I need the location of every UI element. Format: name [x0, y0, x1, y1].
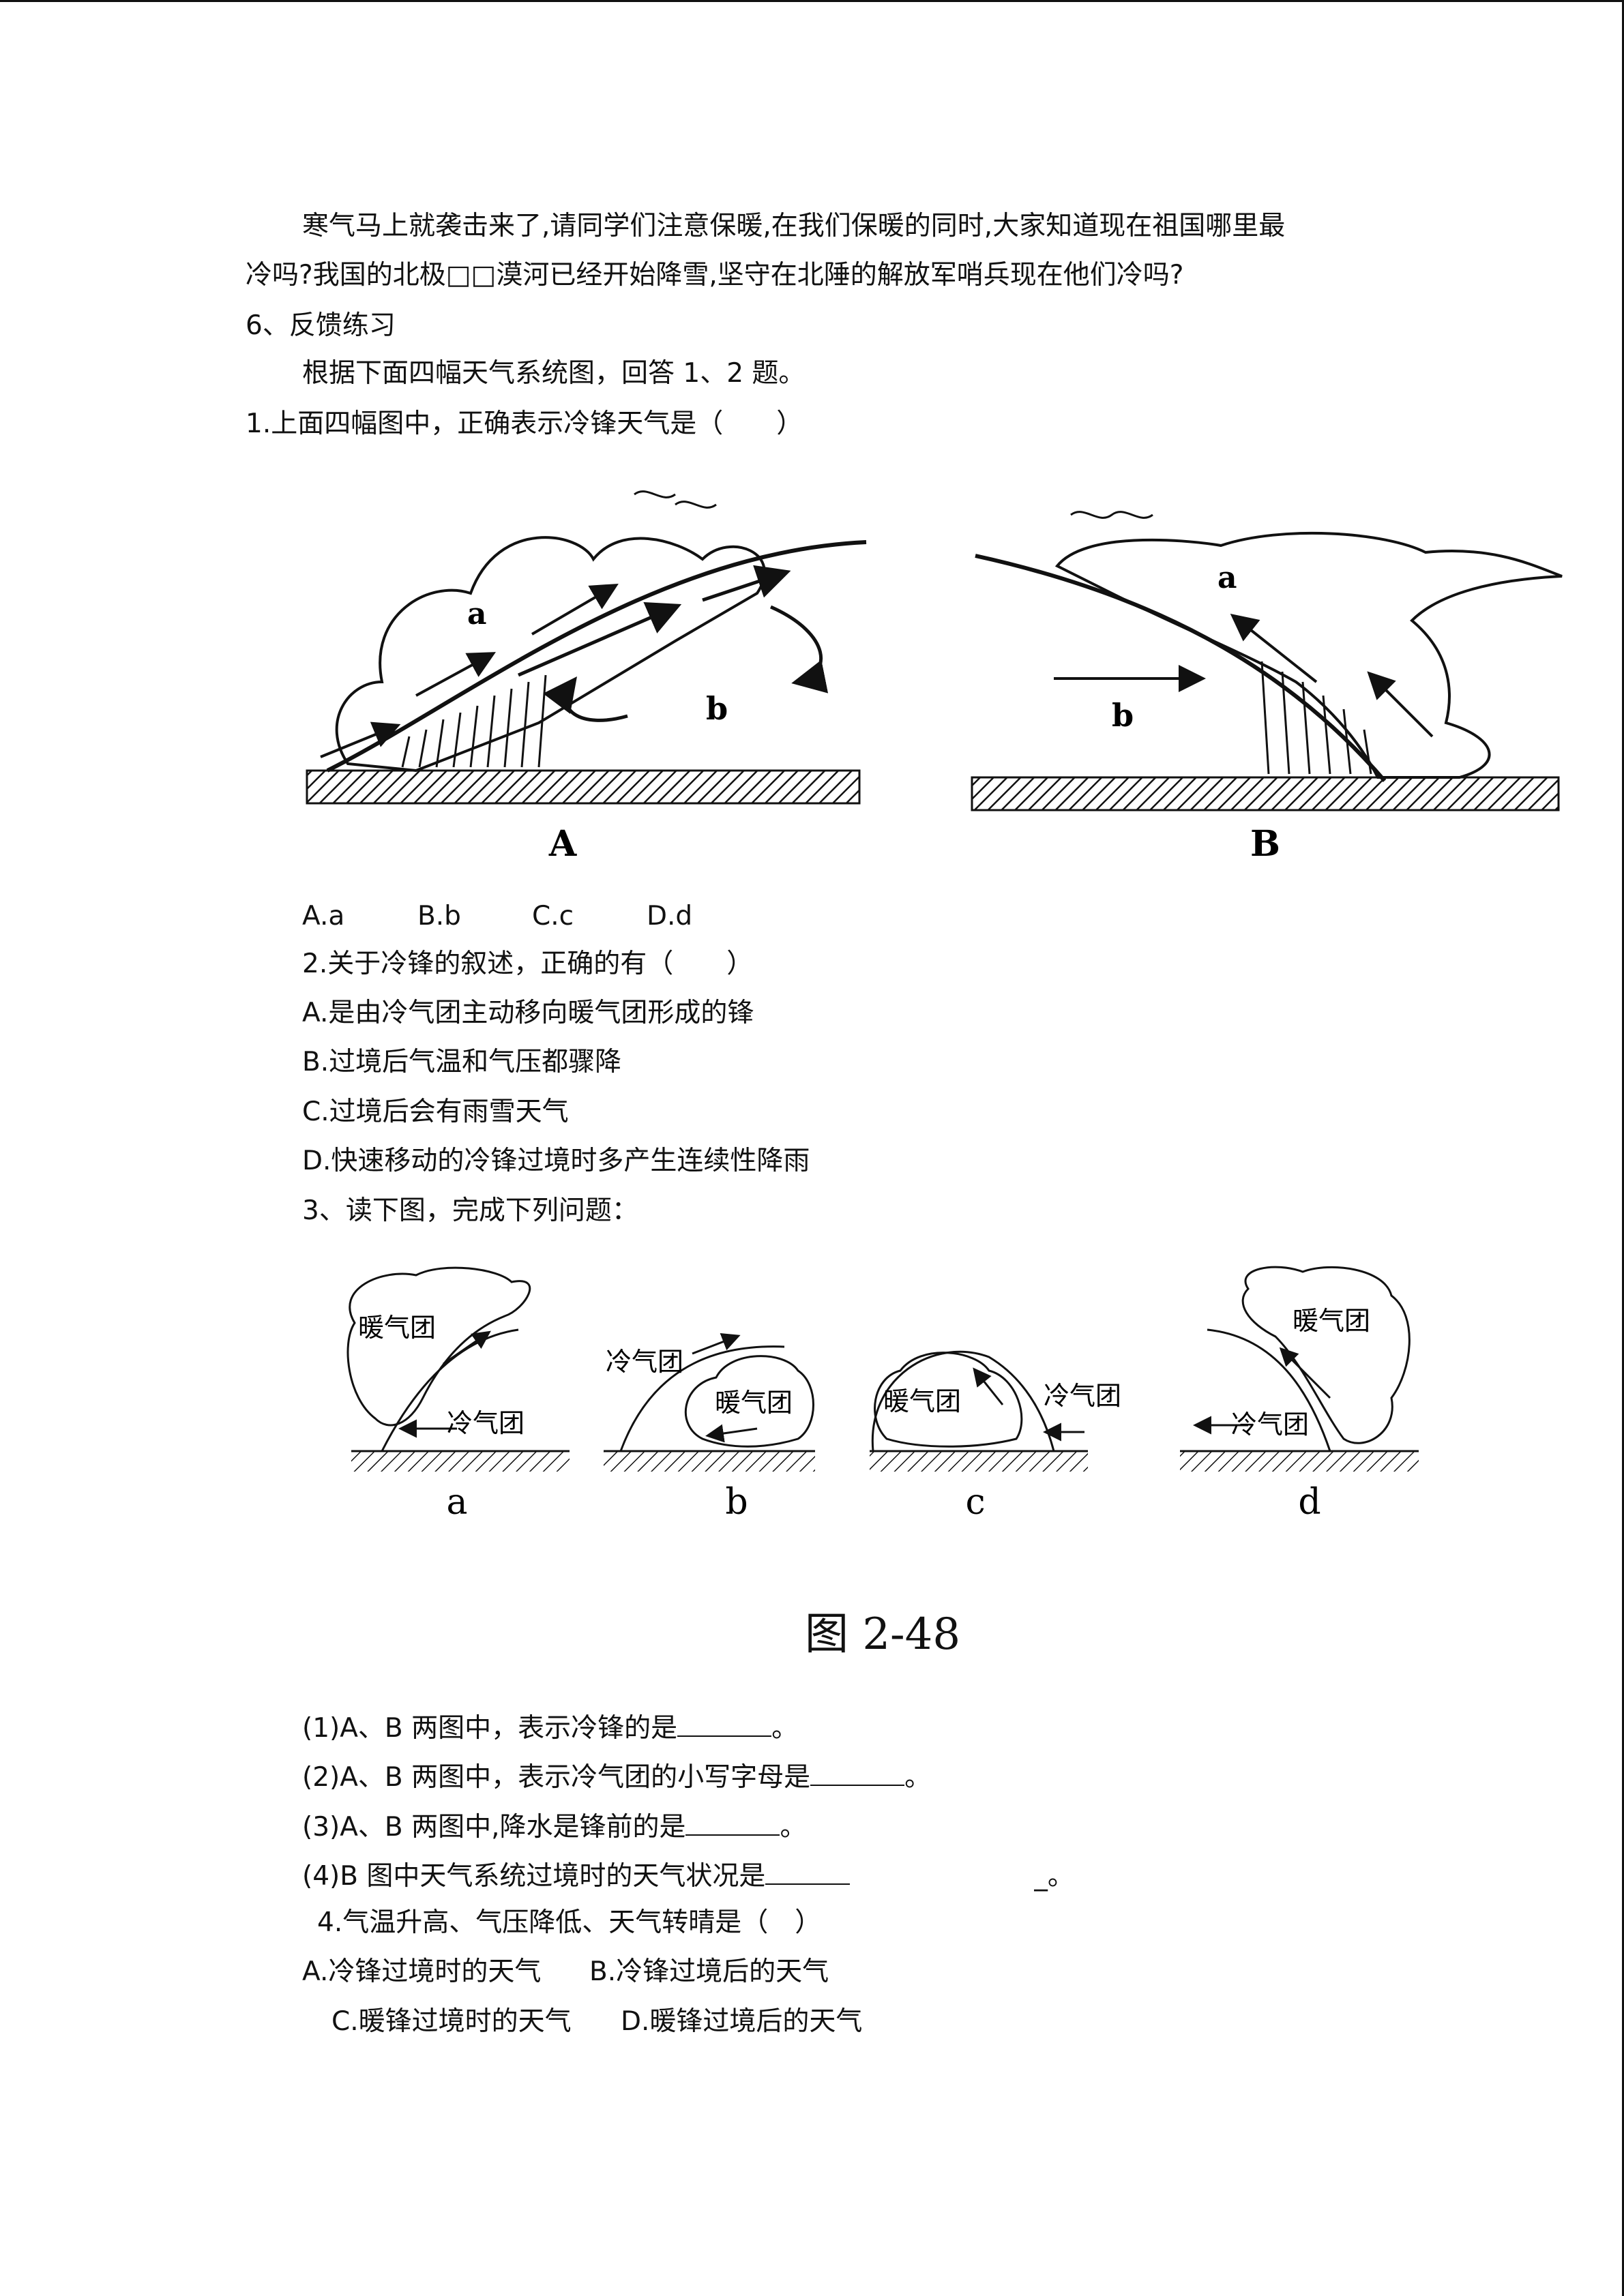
- q3-sub-1: (1)A、B 两图中，表示冷锋的是。: [302, 1708, 798, 1746]
- panel-label-d: d: [1298, 1482, 1320, 1523]
- cold-label-a: 冷气团: [447, 1408, 525, 1438]
- question-2-stem: 2.关于冷锋的叙述，正确的有（ ）: [302, 949, 754, 979]
- front-line-air-c: [871, 1350, 1055, 1452]
- warm-label-d: 暖气团: [1293, 1306, 1370, 1336]
- warm-rising-arrows-a: [320, 583, 619, 758]
- front-diagram: a b A a b B: [306, 490, 1563, 865]
- air-panel-a: 暖气团 冷气团 a: [346, 1266, 570, 1523]
- section-title: 6、反馈练习: [246, 310, 396, 341]
- rain-streaks-a: [401, 674, 547, 768]
- warm-label-a: 暖气团: [358, 1313, 436, 1343]
- q2-option-d: D.快速移动的冷锋过境时多产生连续性降雨: [302, 1146, 810, 1176]
- front-line-air-b: [619, 1345, 785, 1452]
- q1-option-d: D.d: [647, 901, 693, 931]
- warm-cloud-d: [1241, 1266, 1411, 1444]
- warm-label-c: 暖气团: [883, 1386, 961, 1416]
- question-1-stem: 1.上面四幅图中，正确表示冷锋天气是（ ）: [246, 408, 803, 439]
- q4-option-a: A.冷锋过境时的天气: [302, 1956, 542, 1987]
- panel-a: a b A: [306, 490, 867, 865]
- panel-label-c: c: [965, 1482, 985, 1523]
- panel-a-label-lower: b: [706, 690, 728, 727]
- paragraph-line-1: 寒气马上就袭击来了,请同学们注意保暖,在我们保暖的同时,大家知道现在祖国哪里最: [302, 211, 1286, 241]
- cold-arrows-a: [518, 565, 829, 722]
- q1-option-c: C.c: [532, 901, 574, 931]
- section-intro: 根据下面四幅天气系统图，回答 1、2 题。: [302, 358, 806, 389]
- q1-option-a: A.a: [302, 901, 345, 931]
- warm-rising-arrows-b: [1230, 614, 1434, 738]
- answer-blank-2[interactable]: [810, 1757, 905, 1786]
- front-line-b: [975, 554, 1387, 782]
- q1-option-b: B.b: [417, 901, 461, 931]
- panel-a-caption: A: [548, 823, 577, 865]
- panel-label-b: b: [725, 1482, 748, 1523]
- question-4-stem: 4.气温升高、气压降低、天气转晴是（ ）: [317, 1907, 822, 1938]
- panel-b-label-lower: b: [1112, 697, 1134, 734]
- q3-sub-2: (2)A、B 两图中，表示冷气团的小写字母是。: [302, 1757, 931, 1795]
- answer-blank-3[interactable]: [685, 1807, 780, 1836]
- cloud-b: [1054, 531, 1563, 779]
- rain-streaks-b: [1260, 661, 1372, 775]
- answer-blank-4[interactable]: [765, 1856, 851, 1885]
- q2-option-b: B.过境后气温和气压都骤降: [302, 1047, 622, 1077]
- ground-hatch-b: [971, 776, 1560, 811]
- ground-c: [870, 1451, 1088, 1472]
- q2-option-c: C.过境后会有雨雪天气: [302, 1097, 569, 1127]
- wind-marks-a: [634, 490, 717, 509]
- panel-b-caption: B: [1250, 823, 1280, 865]
- q3-sub-3: (3)A、B 两图中,降水是锋前的是。: [302, 1807, 807, 1845]
- page-border-right: [1622, 0, 1624, 2296]
- panel-a-label-upper: a: [467, 597, 487, 631]
- q4-option-b: B.冷锋过境后的天气: [589, 1956, 829, 1987]
- question-3-stem: 3、读下图，完成下列问题：: [302, 1195, 638, 1226]
- ground-b: [604, 1451, 815, 1472]
- ground-a: [351, 1451, 570, 1472]
- front-line-air-a: [381, 1328, 519, 1452]
- panel-b-label-upper: a: [1217, 561, 1237, 595]
- ground-hatch-a: [306, 769, 861, 805]
- cold-label-c: 冷气团: [1044, 1381, 1121, 1411]
- wind-marks-b: [1070, 511, 1153, 519]
- warm-cloud-a: [346, 1266, 531, 1427]
- ground-d: [1180, 1451, 1419, 1472]
- panel-b: a b B: [971, 511, 1563, 865]
- cloud-a: [335, 536, 766, 773]
- air-panel-c: 暖气团 冷气团 c: [870, 1350, 1121, 1523]
- q3-sub-4: (4)B 图中天气系统过境时的天气状况是_。: [302, 1856, 1074, 1894]
- panel-label-a: a: [446, 1482, 467, 1523]
- cold-label-d: 冷气团: [1231, 1410, 1309, 1440]
- air-panel-d: 暖气团 冷气团 d: [1180, 1266, 1419, 1523]
- air-panel-b: 冷气团 暖气团 b: [604, 1332, 815, 1523]
- warm-cloud-b: [684, 1355, 814, 1448]
- cold-label-b: 冷气团: [606, 1347, 683, 1377]
- paragraph-line-2: 冷吗?我国的北极□□漠河已经开始降雪,坚守在北陲的解放军哨兵现在他们冷吗?: [246, 260, 1184, 290]
- air-mass-diagram: 暖气团 冷气团 a 冷气团 暖气团 b 暖气团 冷气团 c 暖气团 冷气团: [346, 1266, 1419, 1523]
- warm-label-b: 暖气团: [715, 1388, 793, 1418]
- figure-caption: 图 2-48: [805, 1609, 961, 1660]
- page-border-top: [0, 0, 1624, 2]
- q2-option-a: A.是由冷气团主动移向暖气团形成的锋: [302, 998, 754, 1028]
- q4-option-d: D.暖锋过境后的天气: [621, 2006, 863, 2037]
- answer-blank-1[interactable]: [677, 1708, 772, 1737]
- front-line-air-d: [1207, 1328, 1331, 1452]
- q4-option-c: C.暖锋过境时的天气: [331, 2006, 572, 2037]
- front-line-a: [326, 540, 867, 773]
